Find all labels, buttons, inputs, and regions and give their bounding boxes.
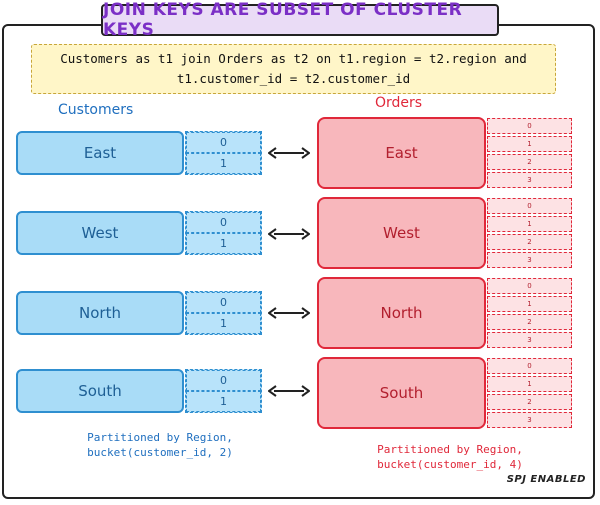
orders-note-line-2: bucket(customer_id, 4) — [377, 458, 523, 471]
orders-bucket: 0 — [487, 278, 572, 294]
orders-partition-north: North — [317, 277, 486, 349]
orders-partition-east: East — [317, 117, 486, 189]
orders-bucket: 1 — [487, 216, 572, 232]
join-arrow-icon — [268, 228, 310, 240]
customers-bucket: 0 — [186, 212, 261, 233]
customers-bucket: 1 — [186, 313, 261, 334]
query-box: Customers as t1 join Orders as t2 on t1.… — [31, 44, 556, 94]
customers-bucket: 0 — [186, 292, 261, 313]
customers-bucket: 0 — [186, 370, 261, 391]
customers-buckets-east: 0 1 — [185, 131, 262, 175]
orders-bucket: 1 — [487, 136, 572, 152]
customers-partition-north: North — [16, 291, 184, 335]
orders-bucket: 0 — [487, 358, 572, 374]
customers-bucket: 1 — [186, 153, 261, 174]
orders-bucket: 0 — [487, 198, 572, 214]
customers-partition-west: West — [16, 211, 184, 255]
customers-note-line-2: bucket(customer_id, 2) — [87, 446, 233, 459]
orders-bucket: 2 — [487, 314, 572, 330]
join-arrow-icon — [268, 385, 310, 397]
customers-heading: Customers — [58, 102, 134, 118]
customers-bucket: 1 — [186, 391, 261, 412]
customers-partition-east: East — [16, 131, 184, 175]
orders-bucket: 2 — [487, 234, 572, 250]
query-line-2: t1.customer_id = t2.customer_id — [176, 71, 411, 86]
customers-bucket: 1 — [186, 233, 261, 254]
orders-bucket: 0 — [487, 118, 572, 134]
join-arrow-icon — [268, 147, 310, 159]
customers-bucket: 0 — [186, 132, 261, 153]
spj-enabled-badge: SPJ ENABLED — [506, 474, 586, 485]
orders-bucket: 2 — [487, 394, 572, 410]
orders-partition-note: Partitioned by Region, bucket(customer_i… — [350, 442, 550, 472]
customers-note-line-1: Partitioned by Region, — [87, 431, 233, 444]
customers-buckets-south: 0 1 — [185, 369, 262, 413]
orders-buckets-north: 0 1 2 3 — [487, 277, 572, 349]
diagram-title: JOIN KEYS ARE SUBSET OF CLUSTER KEYS — [101, 0, 499, 40]
orders-buckets-east: 0 1 2 3 — [487, 117, 572, 189]
orders-bucket: 1 — [487, 376, 572, 392]
customers-partition-note: Partitioned by Region, bucket(customer_i… — [60, 430, 260, 460]
orders-bucket: 3 — [487, 412, 572, 428]
orders-bucket: 3 — [487, 332, 572, 348]
orders-bucket: 3 — [487, 252, 572, 268]
orders-buckets-west: 0 1 2 3 — [487, 197, 572, 269]
customers-buckets-north: 0 1 — [185, 291, 262, 335]
join-arrow-icon — [268, 307, 310, 319]
orders-bucket: 1 — [487, 296, 572, 312]
orders-buckets-south: 0 1 2 3 — [487, 357, 572, 429]
query-line-1: Customers as t1 join Orders as t2 on t1.… — [60, 51, 527, 66]
orders-note-line-1: Partitioned by Region, — [377, 443, 523, 456]
orders-bucket: 2 — [487, 154, 572, 170]
orders-heading: Orders — [375, 95, 423, 111]
customers-partition-south: South — [16, 369, 184, 413]
customers-buckets-west: 0 1 — [185, 211, 262, 255]
orders-bucket: 3 — [487, 172, 572, 188]
orders-partition-west: West — [317, 197, 486, 269]
orders-partition-south: South — [317, 357, 486, 429]
